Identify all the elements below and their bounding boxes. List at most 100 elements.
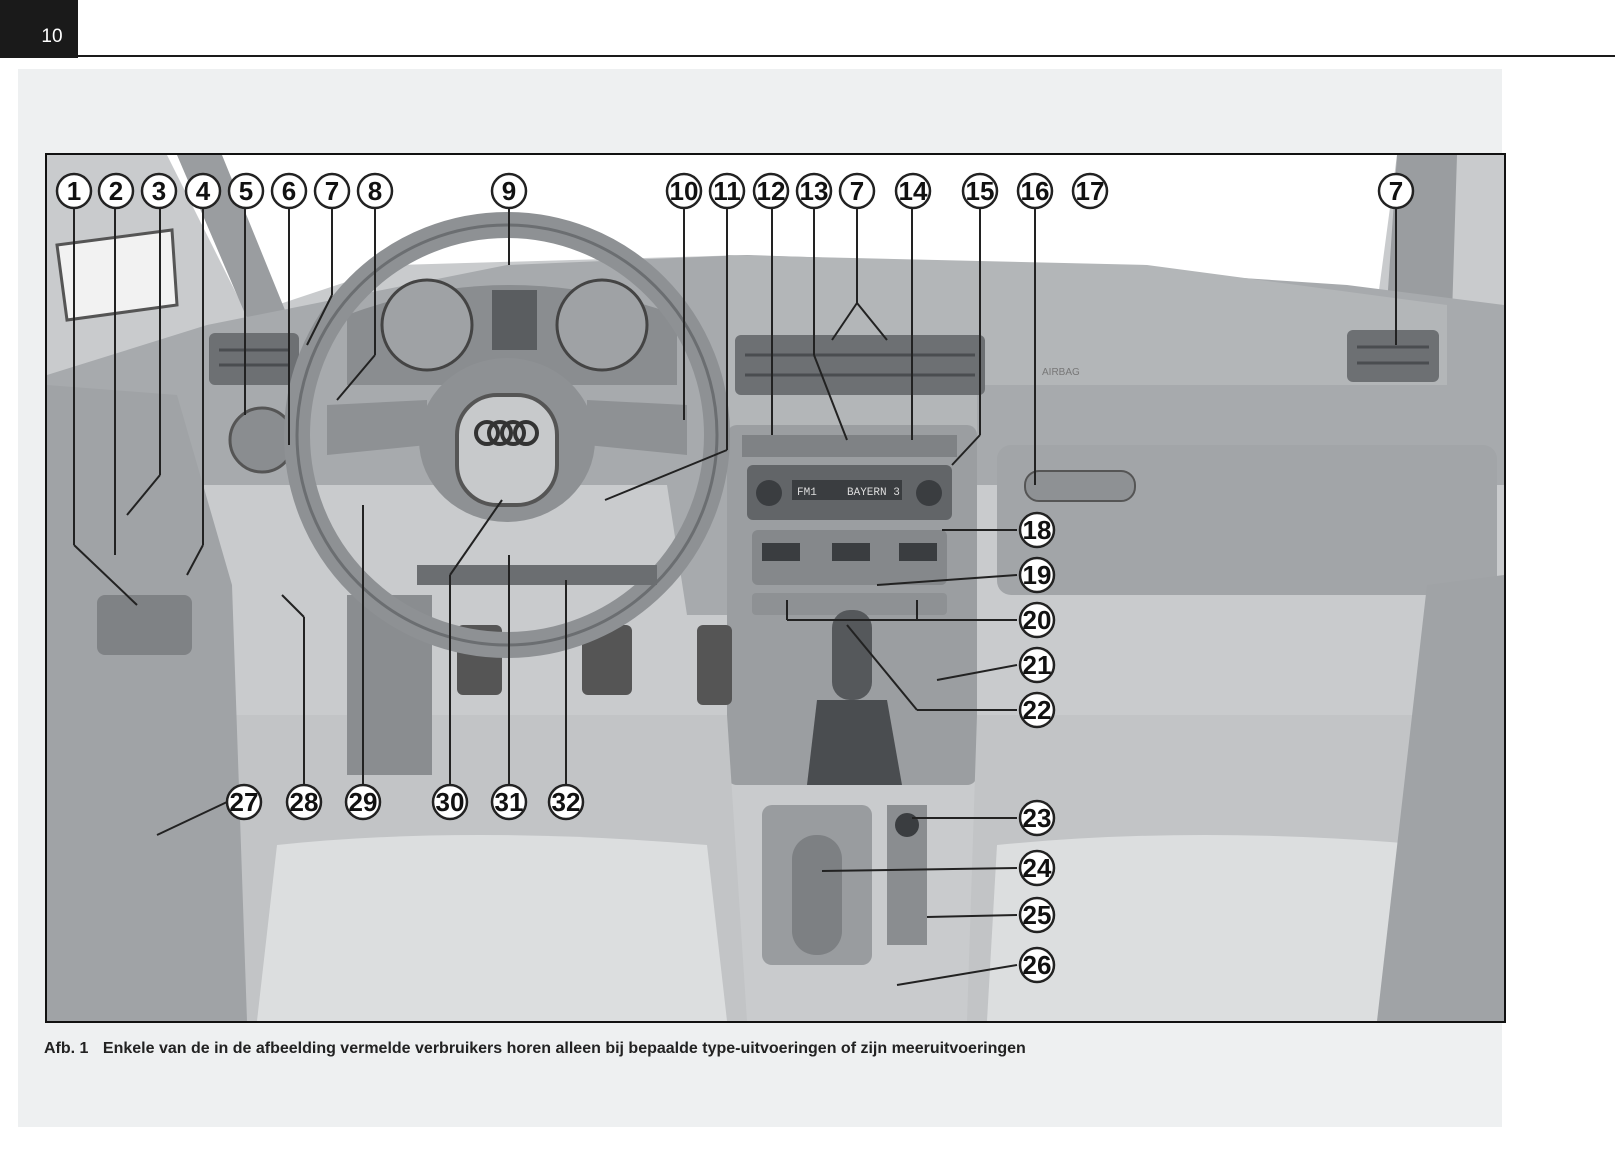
svg-text:23: 23 bbox=[1023, 803, 1052, 833]
callout-18: 18 bbox=[1018, 511, 1056, 549]
svg-text:28: 28 bbox=[290, 787, 319, 817]
side-mirror bbox=[55, 228, 179, 322]
svg-text:31: 31 bbox=[495, 787, 524, 817]
speedometer bbox=[555, 278, 649, 372]
svg-text:30: 30 bbox=[436, 787, 465, 817]
svg-text:5: 5 bbox=[239, 176, 253, 206]
svg-text:8: 8 bbox=[368, 176, 382, 206]
callout-24: 24 bbox=[1018, 849, 1056, 887]
callout-11: 11 bbox=[708, 172, 746, 210]
callout-25: 25 bbox=[1018, 896, 1056, 934]
svg-text:11: 11 bbox=[713, 176, 741, 206]
dashboard-illustration: AIRBAG FM1 BAYERN 3 bbox=[45, 153, 1506, 1023]
svg-text:1: 1 bbox=[67, 176, 81, 206]
radio-right-knob bbox=[916, 480, 942, 506]
lower-dash-trim bbox=[417, 565, 657, 585]
center-air-vents bbox=[735, 335, 985, 395]
callout-1: 1 bbox=[55, 172, 93, 210]
svg-text:12: 12 bbox=[757, 176, 786, 206]
driver-door bbox=[47, 385, 247, 1021]
svg-text:27: 27 bbox=[230, 787, 259, 817]
glove-box bbox=[997, 445, 1497, 595]
figure-label: Afb. 1 bbox=[44, 1040, 89, 1057]
callout-27: 27 bbox=[225, 783, 263, 821]
window-switches bbox=[97, 595, 192, 655]
radio-display bbox=[792, 480, 902, 500]
svg-text:2: 2 bbox=[109, 176, 123, 206]
callout-3: 3 bbox=[140, 172, 178, 210]
callout-6: 6 bbox=[270, 172, 308, 210]
svg-text:3: 3 bbox=[152, 176, 166, 206]
callout-28: 28 bbox=[285, 783, 323, 821]
callout-14: 14 bbox=[894, 172, 932, 210]
svg-text:22: 22 bbox=[1023, 695, 1052, 725]
callout-7c: 7 bbox=[1377, 172, 1415, 210]
callout-16: 16 bbox=[1016, 172, 1054, 210]
callout-15: 15 bbox=[961, 172, 999, 210]
callout-8: 8 bbox=[356, 172, 394, 210]
svg-text:13: 13 bbox=[800, 176, 829, 206]
svg-text:6: 6 bbox=[282, 176, 296, 206]
svg-text:24: 24 bbox=[1023, 853, 1052, 883]
svg-text:32: 32 bbox=[552, 787, 581, 817]
left-air-vent bbox=[209, 333, 299, 385]
callout-12: 12 bbox=[752, 172, 790, 210]
svg-text:18: 18 bbox=[1023, 515, 1052, 545]
airbag-cover bbox=[455, 393, 559, 507]
svg-text:16: 16 bbox=[1021, 176, 1050, 206]
driver-seat bbox=[257, 835, 727, 1021]
figure-caption-text: Enkele van de in de afbeelding vermelde … bbox=[102, 1040, 1026, 1057]
radio-station-text: BAYERN 3 bbox=[847, 487, 900, 499]
callout-17: 17 bbox=[1071, 172, 1109, 210]
page-number: 10 bbox=[41, 26, 63, 47]
audi-logo bbox=[474, 420, 539, 446]
svg-text:7: 7 bbox=[325, 176, 339, 206]
callout-markers: 1 2 3 4 5 6 7 8 9 10 11 12 13 7 14 15 16… bbox=[55, 172, 1415, 984]
callout-22: 22 bbox=[1018, 691, 1056, 729]
callout-5: 5 bbox=[227, 172, 265, 210]
passenger-seat bbox=[987, 835, 1467, 1021]
svg-text:15: 15 bbox=[966, 176, 995, 206]
header-rule bbox=[78, 55, 1615, 57]
handbrake-lever bbox=[792, 835, 842, 955]
glove-box-handle bbox=[1024, 470, 1136, 502]
radio-left-knob bbox=[756, 480, 782, 506]
passenger-door bbox=[1377, 575, 1504, 1021]
svg-text:4: 4 bbox=[196, 176, 211, 206]
svg-text:26: 26 bbox=[1023, 950, 1052, 980]
svg-text:9: 9 bbox=[502, 176, 516, 206]
callout-7b: 7 bbox=[838, 172, 876, 210]
callout-23: 23 bbox=[1018, 799, 1056, 837]
svg-text:10: 10 bbox=[670, 176, 699, 206]
callout-13: 13 bbox=[795, 172, 833, 210]
callout-2: 2 bbox=[97, 172, 135, 210]
radio-band-text: FM1 bbox=[797, 487, 817, 499]
callout-29: 29 bbox=[344, 783, 382, 821]
accelerator-pedal bbox=[697, 625, 732, 705]
svg-text:14: 14 bbox=[899, 176, 928, 206]
callout-30: 30 bbox=[431, 783, 469, 821]
gear-boot bbox=[807, 700, 902, 785]
callout-10: 10 bbox=[665, 172, 703, 210]
svg-text:7: 7 bbox=[1389, 176, 1403, 206]
hazard-button-row bbox=[742, 435, 957, 457]
leader-lines bbox=[73, 207, 1397, 986]
driver-info-display bbox=[492, 290, 537, 350]
footrest bbox=[347, 595, 432, 775]
svg-text:21: 21 bbox=[1023, 650, 1052, 680]
callout-4: 4 bbox=[184, 172, 222, 210]
gear-knob bbox=[832, 610, 872, 700]
callout-31: 31 bbox=[490, 783, 528, 821]
svg-text:17: 17 bbox=[1076, 176, 1105, 206]
svg-text:25: 25 bbox=[1023, 900, 1052, 930]
cigarette-lighter bbox=[895, 813, 919, 837]
right-air-vent bbox=[1347, 330, 1439, 382]
svg-text:29: 29 bbox=[349, 787, 378, 817]
brake-pedal bbox=[582, 625, 632, 695]
airbag-label: AIRBAG bbox=[1042, 367, 1080, 378]
svg-text:20: 20 bbox=[1023, 605, 1052, 635]
callout-21: 21 bbox=[1018, 646, 1056, 684]
callout-19: 19 bbox=[1018, 556, 1056, 594]
svg-text:19: 19 bbox=[1023, 560, 1052, 590]
callout-20: 20 bbox=[1018, 601, 1056, 639]
